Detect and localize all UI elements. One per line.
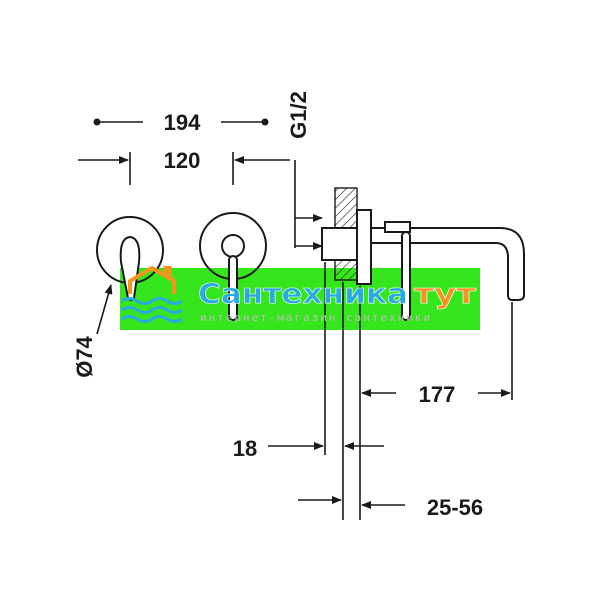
spout: [370, 227, 525, 301]
dimension-25-56: 25-56: [298, 495, 483, 520]
side-view: [321, 187, 525, 321]
dimension-177: 177: [361, 382, 511, 407]
handle-rod: [228, 255, 238, 321]
watermark: Сантехника тут интернет-магазин сантехни…: [121, 266, 477, 324]
dimension-18: 18: [233, 436, 384, 461]
watermark-logo: [121, 266, 183, 323]
watermark-tagline: интернет-магазин сантехники: [200, 311, 430, 324]
side-handle-rod: [401, 231, 411, 321]
dimension-120: 120: [78, 148, 290, 185]
diameter-label: Ø74: [72, 335, 97, 377]
dimension-dot-right: [261, 118, 269, 126]
dimension-194: 194: [93, 110, 269, 135]
dimension-label-18: 18: [233, 436, 257, 461]
watermark-brand-accent: тут: [414, 277, 477, 310]
house-icon: [128, 266, 176, 294]
waves-icon: [121, 297, 183, 305]
waves-icon: [121, 306, 183, 314]
diameter-leader: [96, 284, 113, 335]
handle-hub: [221, 234, 245, 258]
dimension-label-177: 177: [419, 382, 456, 407]
watermark-brand: Сантехника: [198, 277, 408, 310]
waves-icon: [121, 315, 183, 323]
cartridge-cap: [384, 221, 411, 233]
dimension-thread: G1/2: [286, 91, 323, 250]
dimension-label-120: 120: [164, 148, 201, 173]
dimension-label-194: 194: [164, 110, 201, 135]
dimension-label-25-56: 25-56: [427, 495, 483, 520]
thread-label: G1/2: [286, 91, 311, 139]
dimension-diameter: Ø74: [72, 284, 113, 378]
side-escutcheon: [356, 209, 372, 285]
in-wall-body: [321, 227, 359, 261]
front-view-middle-escutcheon: [199, 212, 267, 321]
